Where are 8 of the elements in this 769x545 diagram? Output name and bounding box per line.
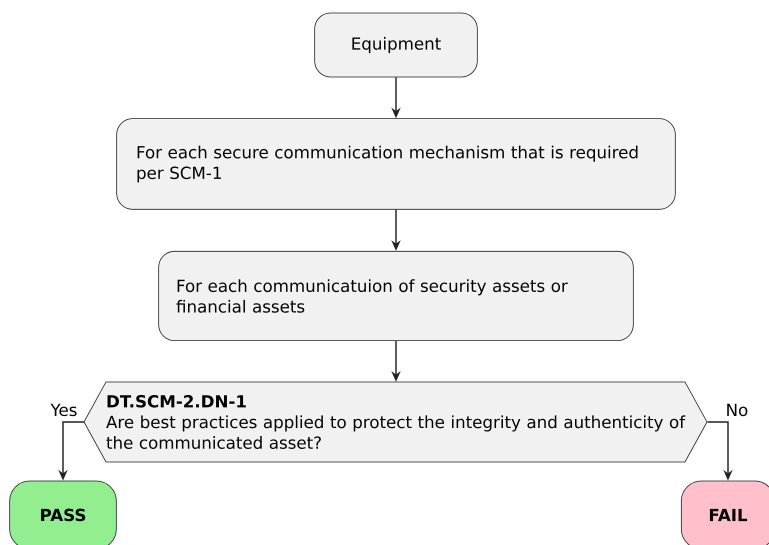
activity-box: For each secure communication mechanism that is required per SCM-1 [116,118,676,210]
edge-label: No [724,402,750,418]
activity-box: Equipment [314,12,478,78]
terminal-box: FAIL [680,480,769,545]
decision-hexagon: DT.SCM-2.DN-1 Are best practices applied to protect the integrity and authenticity of the communicated asset? [84,382,708,462]
activity-box: For each communicatuion of security assets or financial assets [158,250,634,342]
edge-label: Yes [49,402,79,418]
terminal-box: PASS [9,480,117,545]
